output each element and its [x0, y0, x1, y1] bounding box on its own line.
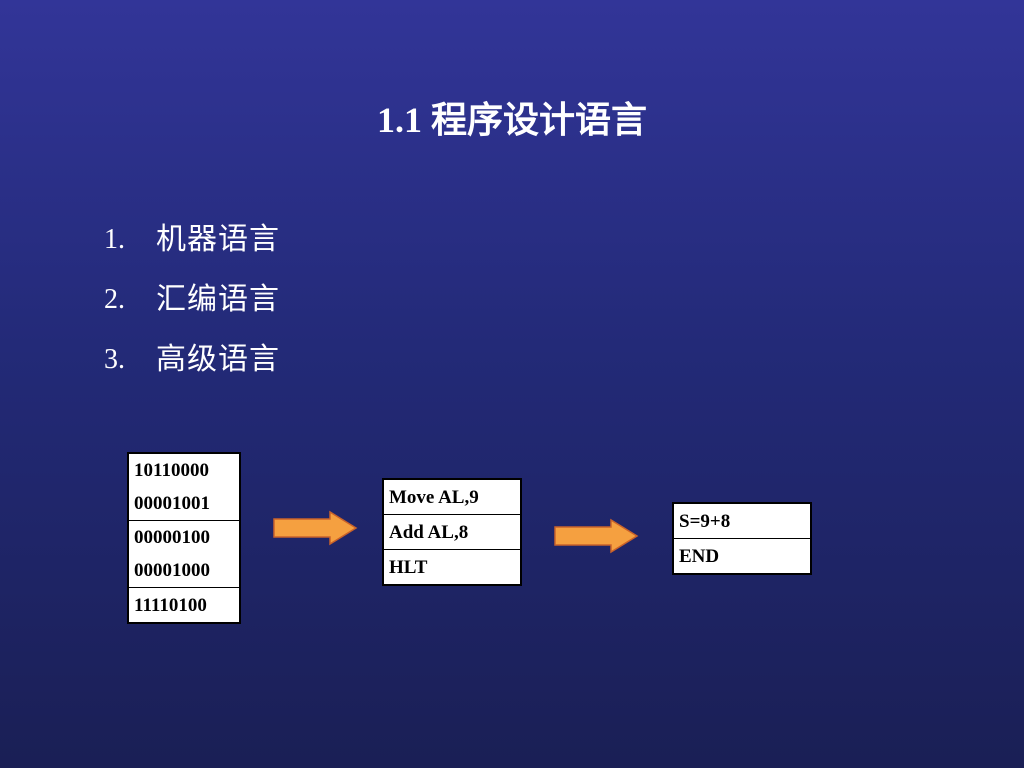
table-row: END [672, 538, 812, 575]
slide-title: 1.1 程序设计语言 [376, 100, 647, 140]
table-cell: 11110100 [127, 587, 241, 624]
table-row: HLT [382, 549, 522, 586]
assembly-line: Move AL,9 [382, 478, 522, 515]
list-item: 3. 高级语言 [104, 330, 280, 390]
machine-code-line: 00000100 [134, 527, 210, 548]
language-list: 1. 机器语言 2. 汇编语言 3. 高级语言 [104, 210, 280, 390]
list-item: 2. 汇编语言 [104, 270, 280, 330]
assembly-line: HLT [382, 549, 522, 586]
table-row: Move AL,9 [382, 478, 522, 515]
machine-code-line: 00001000 [134, 560, 210, 581]
machine-code-line: 11110100 [134, 594, 207, 616]
arrow-right-icon [554, 518, 639, 554]
machine-code-line: 10110000 [134, 460, 209, 481]
table-row: Add AL,8 [382, 514, 522, 550]
high-level-line: S=9+8 [672, 502, 812, 539]
assembly-table: Move AL,9 Add AL,8 HLT [382, 478, 522, 586]
arrow-shape [554, 518, 639, 554]
list-item: 1. 机器语言 [104, 210, 280, 270]
table-row: 11110100 [127, 587, 241, 624]
high-level-line: END [672, 538, 812, 575]
table-row: 10110000 00001001 [127, 452, 241, 521]
table-cell: 10110000 00001001 [127, 452, 241, 521]
list-number: 1. [104, 224, 125, 255]
list-text: 高级语言 [156, 343, 280, 376]
table-row: S=9+8 [672, 502, 812, 539]
assembly-line: Add AL,8 [382, 514, 522, 550]
arrow-right-icon [273, 510, 358, 546]
list-number: 3. [104, 344, 125, 375]
list-number: 2. [104, 284, 125, 315]
table-cell: 00000100 00001000 [127, 520, 241, 588]
machine-code-line: 00001001 [134, 493, 210, 514]
machine-code-table: 10110000 00001001 00000100 00001000 1111… [127, 452, 241, 624]
high-level-table: S=9+8 END [672, 502, 812, 575]
table-row: 00000100 00001000 [127, 520, 241, 588]
list-text: 机器语言 [156, 223, 280, 256]
list-text: 汇编语言 [156, 283, 280, 316]
arrow-shape [273, 510, 358, 546]
